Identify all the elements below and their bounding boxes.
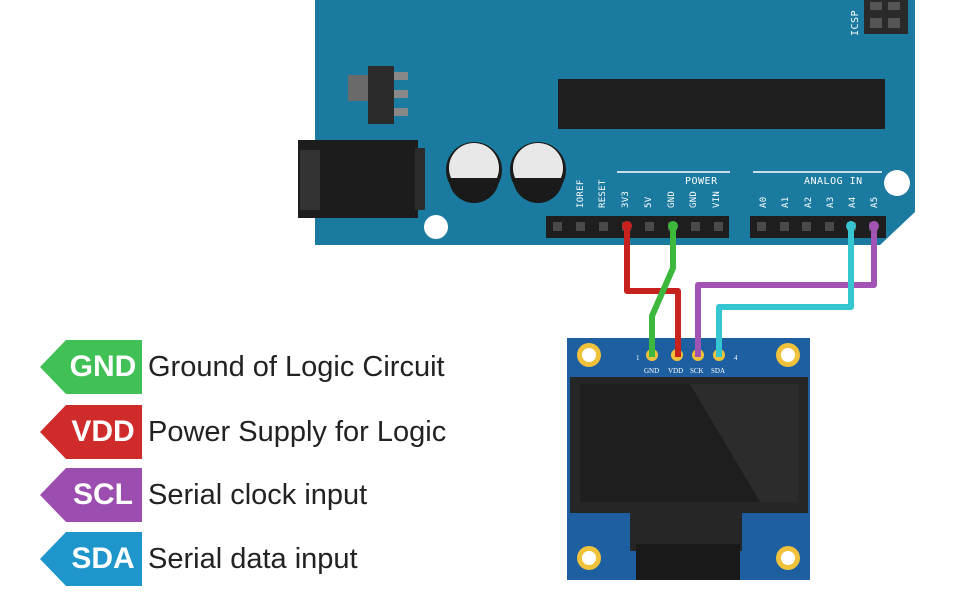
legend-code-sda: SDA	[71, 542, 135, 575]
pin-label-a2: A2	[804, 197, 814, 208]
pin-label-5v: 5V	[644, 196, 654, 208]
legend-description-scl: Serial clock input	[148, 478, 368, 511]
wire-scl	[695, 226, 877, 357]
pin-label-gnd: GND	[689, 191, 699, 208]
legend-item-gnd: GND Ground of Logic Circuit	[40, 337, 445, 397]
oled-pin-label-gnd: GND	[644, 367, 659, 375]
wire-end-gnd	[668, 221, 678, 231]
power-pin-labels: IOREF RESET 3V3 5V GND GND VIN	[576, 179, 722, 208]
legend-description-gnd: Ground of Logic Circuit	[148, 350, 445, 383]
dc-power-jack	[298, 140, 425, 218]
wire-sda	[716, 226, 854, 357]
oled-ribbon-connector	[636, 544, 740, 580]
pin-label-reset: RESET	[598, 179, 608, 208]
legend-description-sda: Serial data input	[148, 542, 358, 575]
microcontroller-chip	[558, 79, 885, 129]
legend-tag-gnd: GND	[40, 340, 142, 394]
pin-label-gnd: GND	[667, 191, 677, 208]
icsp-label: ICSP	[850, 10, 861, 36]
oled-pin-label-sda: SDA	[711, 367, 725, 375]
legend-code-vdd: VDD	[71, 415, 135, 448]
wire-end-3v3	[622, 221, 632, 231]
oled-module	[567, 338, 810, 580]
pin-label-a5: A5	[870, 197, 880, 208]
board-mounting-hole	[884, 170, 910, 196]
legend-tag-sda: SDA	[40, 532, 142, 586]
oled-pin-label-sck: SCK	[690, 367, 704, 375]
wire-gnd	[649, 226, 676, 357]
pin-label-a4: A4	[848, 197, 858, 208]
pin-label-a1: A1	[781, 197, 791, 208]
wire-end-a4	[846, 221, 856, 231]
wire-end-a5	[869, 221, 879, 231]
board-mounting-hole	[424, 215, 448, 239]
wire-vdd	[624, 226, 681, 357]
legend-item-sda: SDA Serial data input	[40, 529, 358, 589]
pin-label-a0: A0	[759, 197, 769, 208]
capacitor	[446, 142, 502, 203]
pin-label-3v3: 3V3	[621, 191, 631, 208]
legend-item-scl: SCL Serial clock input	[40, 465, 367, 525]
capacitor	[510, 142, 566, 203]
pin-label-vin: VIN	[712, 191, 722, 208]
power-header-label: POWER	[685, 176, 718, 187]
legend-code-scl: SCL	[73, 478, 133, 511]
pin-label-a3: A3	[826, 197, 836, 208]
icsp-header	[864, 0, 908, 34]
legend-item-vdd: VDD Power Supply for Logic	[40, 402, 446, 462]
legend-tag-vdd: VDD	[40, 405, 142, 459]
legend-code-gnd: GND	[69, 350, 137, 383]
voltage-regulator	[348, 66, 408, 124]
legend-description-vdd: Power Supply for Logic	[148, 415, 447, 448]
legend-tag-scl: SCL	[40, 468, 142, 522]
analog-pin-labels: A0 A1 A2 A3 A4 A5	[759, 197, 880, 208]
analog-pin-header	[750, 216, 886, 238]
oled-pin-number-4: 4	[734, 354, 738, 362]
power-pin-header	[546, 216, 729, 238]
oled-pin-number-1: 1	[636, 354, 640, 362]
oled-pin-label-vdd: VDD	[668, 367, 683, 375]
analog-header-label: ANALOG IN	[804, 176, 863, 187]
pin-label-ioref: IOREF	[576, 179, 586, 208]
